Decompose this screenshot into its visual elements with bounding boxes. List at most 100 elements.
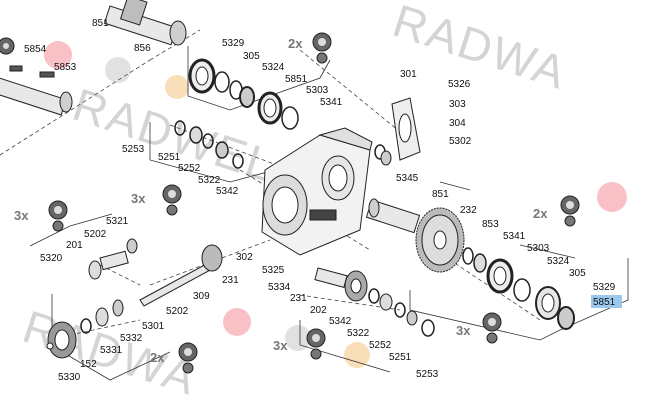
watermark-text-top: RADWA — [387, 0, 574, 99]
gear-232 — [415, 207, 465, 273]
bearing-group-right — [462, 247, 575, 330]
part-label-5202: 5202 — [166, 306, 189, 317]
part-label-5331: 5331 — [100, 345, 123, 356]
shaft-5853 — [0, 65, 73, 116]
multiplier-3x-bottom: 3x — [456, 323, 471, 338]
part-label-856: 856 — [134, 43, 151, 54]
part-label-5342: 5342 — [329, 316, 352, 327]
gear-cluster-icon — [0, 37, 15, 55]
watermark-dot-orange-1 — [165, 75, 189, 99]
bracket-top — [187, 46, 331, 111]
part-label-5321: 5321 — [106, 216, 129, 227]
part-label-5341: 5341 — [320, 97, 343, 108]
part-label-5202: 5202 — [84, 229, 107, 240]
bracket-mid — [149, 122, 276, 183]
part-label-5252: 5252 — [369, 340, 392, 351]
part-label-305: 305 — [569, 268, 586, 279]
gear-cluster-icon — [306, 328, 326, 360]
gearbox-housing — [261, 127, 373, 256]
bracket-bottom-center — [299, 320, 391, 373]
key-5853 — [39, 71, 55, 78]
part-label-851: 851 — [432, 189, 449, 200]
part-label-5853: 5853 — [54, 62, 77, 73]
part-label-202: 202 — [310, 305, 327, 316]
part-label-5252: 5252 — [178, 163, 201, 174]
part-label-5303: 5303 — [527, 243, 550, 254]
part-label-5253: 5253 — [122, 144, 145, 155]
multiplier-2x-top: 2x — [288, 36, 303, 51]
part-label-5341: 5341 — [503, 231, 526, 242]
gear-cluster-icon — [312, 32, 332, 64]
part-label-201: 201 — [66, 240, 83, 251]
part-label-5325: 5325 — [262, 265, 285, 276]
bracket-right-mid — [439, 181, 471, 191]
cover-plate — [374, 97, 421, 166]
part-label-303: 303 — [449, 99, 466, 110]
part-label-853: 853 — [482, 219, 499, 230]
part-label-5329: 5329 — [222, 38, 245, 49]
part-labels: 851 856 5854 5853 5329 305 5324 5851 530… — [24, 18, 616, 383]
gear-cluster-icons — [0, 32, 580, 374]
part-label-5330: 5330 — [58, 372, 81, 383]
part-label-231: 231 — [222, 275, 239, 286]
bracket-right — [409, 258, 629, 341]
bearing-group-top — [188, 58, 299, 130]
multiplier-2x-right: 2x — [533, 206, 548, 221]
part-label-5326: 5326 — [448, 79, 471, 90]
gear-cluster-icon — [162, 184, 182, 216]
part-label-5322: 5322 — [198, 175, 221, 186]
highlight-5851 — [591, 295, 622, 308]
gear-5330 — [46, 299, 124, 359]
part-label-304: 304 — [449, 118, 466, 129]
part-label-5251: 5251 — [389, 352, 412, 363]
part-label-309: 309 — [193, 291, 210, 302]
multiplier-3x-center: 3x — [273, 338, 288, 353]
part-label-5251: 5251 — [158, 152, 181, 163]
part-label-5332: 5332 — [120, 333, 143, 344]
part-label-851: 851 — [92, 18, 109, 29]
part-label-5342: 5342 — [216, 186, 239, 197]
watermark-dot-red-1 — [44, 41, 72, 69]
watermark-dot-orange-2 — [344, 342, 370, 368]
ring-group-mid — [174, 120, 244, 169]
part-label-301: 301 — [400, 69, 417, 80]
bracket-right-top — [519, 244, 576, 259]
gear-cluster-icon — [560, 195, 580, 227]
key-5854 — [9, 65, 23, 72]
watermark-dots — [44, 41, 627, 368]
part-label-5324: 5324 — [547, 256, 570, 267]
watermark-dot-red-2 — [597, 182, 627, 212]
gear-cluster-icon — [482, 312, 502, 344]
part-label-5329: 5329 — [593, 282, 616, 293]
part-label-5851: 5851 — [285, 74, 308, 85]
part-label-305: 305 — [243, 51, 260, 62]
part-label-5324: 5324 — [262, 62, 285, 73]
watermark-dot-grey-2 — [285, 325, 311, 351]
part-label-5253: 5253 — [416, 369, 439, 380]
part-label-5854: 5854 — [24, 44, 47, 55]
watermark-dot-grey-1 — [105, 57, 131, 83]
bracket-left — [29, 213, 113, 247]
gear-cluster-icon — [178, 342, 198, 374]
part-label-5303: 5303 — [306, 85, 329, 96]
part-label-5345: 5345 — [396, 173, 419, 184]
multiplier-2x-bottom: 2x — [150, 350, 165, 365]
part-label-5301: 5301 — [142, 321, 165, 332]
group-brackets — [29, 46, 629, 381]
part-label-231: 231 — [290, 293, 307, 304]
part-label-232: 232 — [460, 205, 477, 216]
shaft-856 — [103, 0, 187, 46]
shaft-851-right — [365, 198, 421, 234]
bracket-bottom-left — [51, 294, 171, 381]
pinion-group-left — [88, 238, 138, 280]
multiplier-labels: 2x 3x 3x 2x 3x 2x 3x — [14, 36, 548, 365]
part-label-302: 302 — [236, 252, 253, 263]
part-label-5302: 5302 — [449, 136, 472, 147]
part-label-5322: 5322 — [347, 328, 370, 339]
watermark-dot-red-3 — [223, 308, 251, 336]
pinion-231 — [314, 267, 435, 337]
shaft-309 — [139, 244, 223, 307]
gear-cluster-icon — [48, 200, 68, 232]
